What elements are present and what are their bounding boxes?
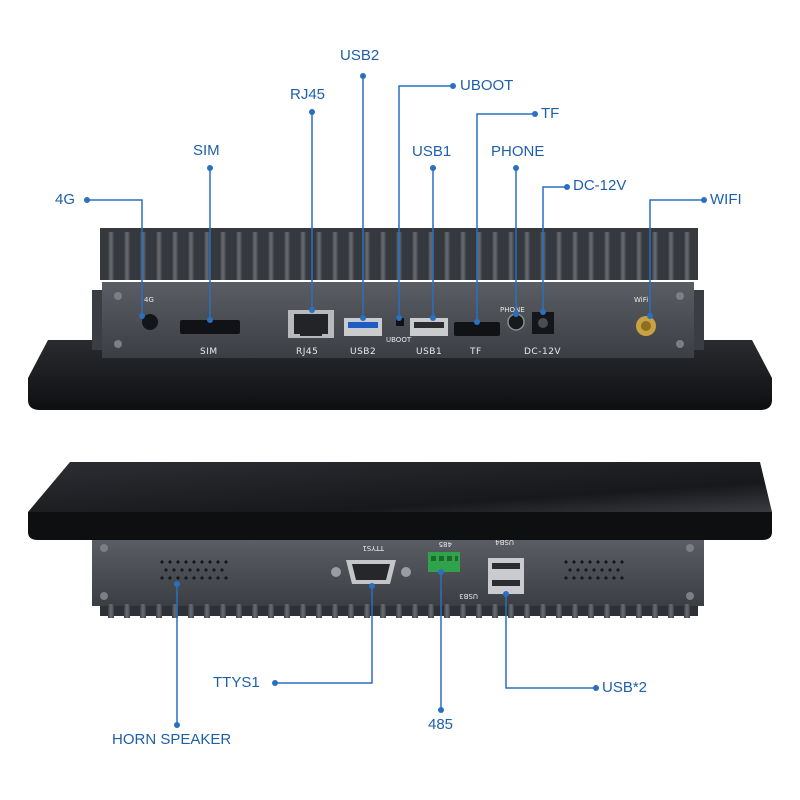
callout-dc12v: DC-12V	[573, 177, 627, 194]
panel-label-sim: SIM	[200, 347, 218, 357]
screw-icon	[676, 340, 684, 348]
callout-485: 485	[428, 716, 454, 733]
bottom-heatsink-fins	[100, 604, 698, 618]
panel-label-485: 485	[439, 540, 452, 548]
callout-dots	[84, 73, 707, 728]
screw-icon	[686, 544, 694, 552]
screw-icon	[114, 340, 122, 348]
panel-label-usb4: USB4	[495, 538, 514, 546]
screw-icon	[100, 544, 108, 552]
panel-label-tf: TF	[469, 347, 482, 357]
callout-sim: SIM	[193, 142, 220, 159]
bottom-io-panel	[92, 540, 704, 606]
callout-tf: TF	[541, 105, 560, 122]
tf-slot	[454, 322, 500, 336]
bottom-screen	[28, 462, 772, 512]
bottom-device: TTYS1 485 USB4 USB3	[28, 462, 772, 618]
screw-icon	[114, 292, 122, 300]
speaker-grille-right	[564, 560, 624, 580]
screw-icon	[686, 592, 694, 600]
top-device: 4G SIM RJ45 USB2 UBOOT USB1 TF PHONE DC-…	[28, 228, 772, 410]
panel-label-rj45: RJ45	[296, 347, 318, 357]
callout-usb-x2: USB*2	[602, 679, 648, 696]
panel-label-uboot: UBOOT	[386, 336, 412, 344]
screw-icon	[676, 292, 684, 300]
panel-label-4g: 4G	[144, 296, 154, 304]
screw-icon	[100, 592, 108, 600]
panel-label-ttys1: TTYS1	[362, 544, 385, 552]
callout-rj45: RJ45	[290, 86, 326, 103]
callout-usb2: USB2	[340, 47, 380, 64]
panel-label-dc12v: DC-12V	[524, 347, 561, 357]
db9-screw	[331, 567, 341, 577]
panel-label-usb2: USB2	[350, 347, 376, 357]
callout-uboot: UBOOT	[460, 77, 514, 94]
callout-wifi: WIFI	[710, 191, 742, 208]
uboot-button	[396, 318, 404, 326]
panel-label-wifi: WiFi	[634, 296, 648, 304]
panel-label-phone: PHONE	[500, 306, 525, 314]
sim-slot	[180, 320, 240, 334]
panel-label-usb3: USB3	[459, 592, 478, 600]
db9-screw	[401, 567, 411, 577]
bottom-bezel	[28, 512, 772, 540]
4g-port	[142, 314, 158, 330]
callout-ttys1: TTYS1	[213, 674, 260, 691]
callout-4g: 4G	[55, 191, 76, 208]
rs485-terminal	[428, 552, 460, 572]
callout-horn-speaker: HORN SPEAKER	[112, 731, 232, 748]
callout-usb1: USB1	[412, 143, 452, 160]
panel-label-usb1: USB1	[416, 347, 442, 357]
speaker-grille-left	[160, 560, 228, 580]
callout-phone: PHONE	[491, 143, 545, 160]
callout-lines	[87, 76, 704, 725]
